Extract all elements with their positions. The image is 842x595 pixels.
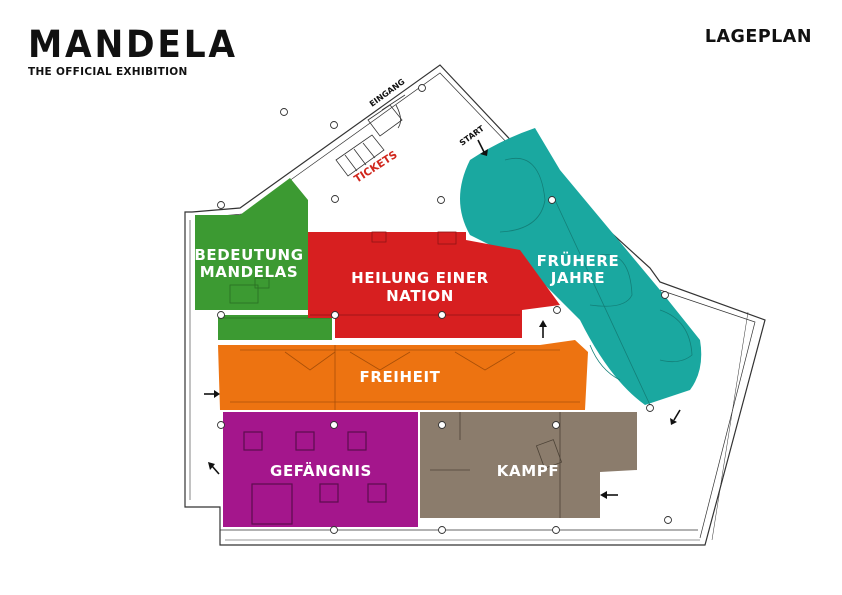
arrow-icon	[477, 139, 488, 156]
start-label: START	[458, 124, 486, 148]
direction-arrows	[204, 139, 681, 499]
zone-label-heilung-einer-nation: HEILUNG EINER	[351, 269, 489, 287]
arrow-icon	[539, 320, 547, 338]
building-outline	[184, 64, 766, 546]
ticket-booth	[335, 94, 406, 177]
zone-label-bedeutung-mandelas: BEDEUTUNG	[194, 246, 303, 264]
zone-fruehere-jahre[interactable]	[460, 128, 702, 406]
page-title: LAGEPLAN	[704, 27, 812, 47]
tickets-label: TICKETS	[352, 149, 399, 186]
zone-label-gefaengnis: GEFÄNGNIS	[270, 461, 372, 480]
brand-title: MANDELA	[28, 23, 238, 66]
zone-label-kampf: KAMPF	[497, 462, 559, 480]
arrow-icon	[208, 462, 220, 475]
zone-label-fruehere-jahre-2: JAHRE	[550, 269, 606, 287]
zone-label-heilung-einer-nation-2: NATION	[386, 287, 454, 305]
zone-gefaengnis[interactable]	[223, 412, 418, 527]
zone-freiheit[interactable]	[218, 340, 588, 410]
column-markers	[217, 84, 672, 534]
arrow-icon	[204, 390, 220, 398]
arrow-icon	[600, 491, 618, 499]
zone-kampf[interactable]	[420, 412, 637, 518]
zone-label-fruehere-jahre: FRÜHERE	[537, 251, 620, 270]
zone-label-bedeutung-mandelas-2: MANDELAS	[200, 263, 299, 281]
zone-bedeutung-mandelas[interactable]	[195, 178, 332, 340]
zone-label-freiheit: FREIHEIT	[359, 368, 440, 386]
zone-heilung-einer-nation[interactable]	[308, 231, 560, 338]
brand-subtitle: THE OFFICIAL EXHIBITION	[28, 66, 188, 78]
brand-logo: MANDELA THE OFFICIAL EXHIBITION	[28, 23, 254, 79]
arrow-icon	[670, 409, 681, 425]
